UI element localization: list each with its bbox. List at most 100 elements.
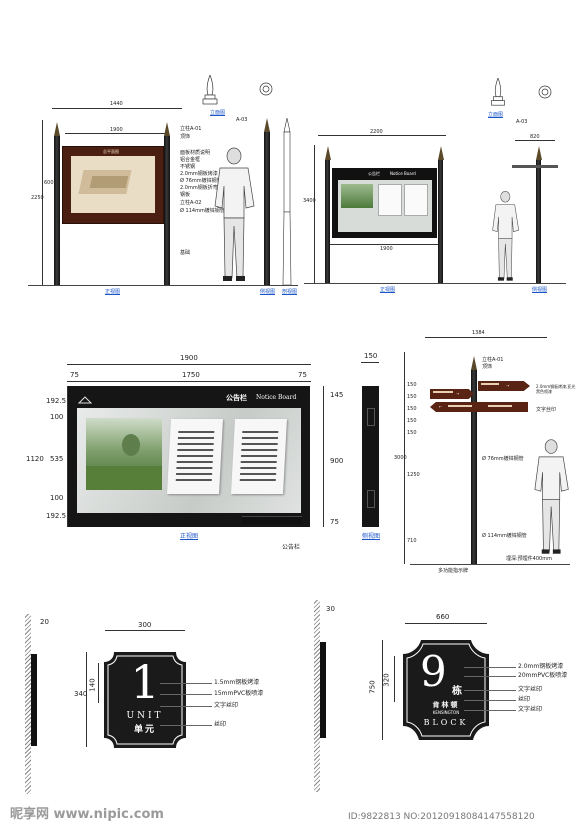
side-post	[536, 160, 541, 283]
finial-plan-icon	[259, 82, 273, 96]
glass-panel	[338, 180, 432, 232]
callout: 2.0mm钢板烤漆	[518, 663, 564, 670]
side-view-label: 侧视图	[260, 289, 276, 295]
text-lines	[239, 431, 279, 483]
front-view-label: 正视图	[180, 533, 199, 540]
sign-width: 300	[138, 621, 152, 629]
total-height: 1120	[26, 455, 44, 463]
dim-line	[52, 108, 182, 109]
left-post	[325, 160, 330, 283]
callout: 立柱A-01	[180, 126, 202, 132]
side-view-label: 侧视图	[532, 287, 548, 293]
dim-label: 150	[407, 430, 417, 436]
callout: 20mmPVC板喷漆	[518, 672, 568, 679]
callout: 文字丝印	[518, 686, 543, 693]
bottom-label: 多功能指示牌	[438, 568, 469, 574]
grass-area	[86, 466, 162, 490]
board-title: 公告栏	[368, 171, 380, 176]
callout: Ø 114mm镀锌钢管	[482, 533, 527, 539]
callout: Ø 76mm镀锌钢管	[482, 456, 524, 462]
direction-arm-right: →	[478, 381, 530, 391]
finial-icon	[325, 146, 331, 160]
sign-height: 750	[368, 680, 377, 694]
dim-label: 150	[407, 406, 417, 412]
callout: Ø 76mm镀锌钢管	[180, 178, 222, 184]
callout: 铝合金框	[180, 157, 201, 163]
right-post	[164, 136, 170, 285]
landscape-photo	[86, 418, 162, 490]
left-dim: 535	[50, 455, 64, 463]
callout: 文字丝印	[518, 706, 543, 713]
building-plate	[403, 640, 489, 740]
person-figure-icon	[492, 191, 520, 281]
paper-icon	[167, 419, 223, 494]
notice-board-small: 公告栏 Notice Board	[332, 168, 437, 238]
callout: 基础	[180, 250, 191, 256]
building-en-name: KENSINGTON	[432, 710, 460, 715]
unit-en: UNIT	[126, 711, 164, 721]
finial-detail-icon	[491, 78, 505, 106]
callout: 2.0mm钢板烤漆,亚光黑色喷漆	[536, 384, 576, 394]
unit-plate	[104, 652, 186, 748]
direction-arm-left: ←	[430, 402, 528, 412]
photo-icon	[341, 184, 373, 208]
leader-line	[464, 676, 516, 677]
dim-label: 1440	[110, 101, 123, 107]
board-subtitle: Notice Board	[390, 171, 416, 176]
total-width: 1900	[180, 354, 198, 362]
callout: 立柱A-01	[482, 357, 504, 363]
wall-hatch	[25, 614, 31, 794]
arm-text	[433, 391, 453, 393]
caption: 公告栏	[282, 544, 301, 551]
finial-plan-icon	[538, 85, 552, 99]
side-post	[264, 132, 270, 285]
callout: 钢板	[180, 192, 191, 198]
dim-label: 2200	[370, 129, 383, 135]
callout: 丝印	[518, 696, 531, 703]
side-view-board	[362, 386, 379, 527]
detail-label: A-03	[516, 119, 528, 125]
callout: 2.0mm钢板烤漆	[180, 171, 218, 177]
dim-label: 3000	[394, 455, 407, 461]
finial-icon	[164, 122, 170, 136]
arm-text	[488, 405, 512, 407]
callout: 立柱A-02	[180, 200, 202, 206]
right-dim: 75	[330, 518, 339, 526]
person-figure-icon	[214, 147, 255, 281]
dim-line	[394, 656, 395, 702]
leader-line	[464, 667, 516, 668]
margin-right: 75	[298, 371, 307, 379]
leader-line	[160, 725, 212, 726]
section-post-icon	[282, 118, 292, 285]
dim-line	[318, 135, 446, 136]
right-dim: 900	[330, 457, 344, 465]
site-plan-icon	[89, 176, 129, 188]
dim-line	[425, 337, 547, 338]
bracket-icon	[367, 408, 375, 426]
leader-line	[160, 683, 212, 684]
watermark-right: ID:9822813 NO:20120918084147558120	[348, 812, 535, 822]
paper-icon	[404, 184, 428, 216]
text-lines	[175, 431, 215, 483]
dim-label: 600	[44, 180, 54, 186]
leader-line	[464, 700, 516, 701]
callout: 面板材质说明	[180, 150, 211, 156]
dim-label: 3400	[303, 198, 316, 204]
dim-label: 1384	[472, 330, 485, 336]
dim-label: 820	[530, 134, 540, 140]
finial-icon	[471, 356, 477, 370]
footer-strip	[242, 516, 302, 524]
detail-label: A-03	[236, 117, 248, 123]
bracket-icon	[367, 490, 375, 508]
callout: 顶饰	[482, 364, 493, 370]
dim-label: 150	[407, 418, 417, 424]
finial-icon	[536, 146, 542, 160]
building-suffix: 栋	[452, 686, 462, 697]
callout: 15mmPVC板喷漆	[214, 690, 264, 697]
dim-line	[361, 362, 379, 363]
dim-label: 1900	[110, 127, 123, 133]
right-post	[438, 160, 443, 283]
section-view-label: 剖视图	[282, 289, 298, 295]
left-post	[54, 136, 60, 285]
dim-line	[323, 386, 324, 527]
